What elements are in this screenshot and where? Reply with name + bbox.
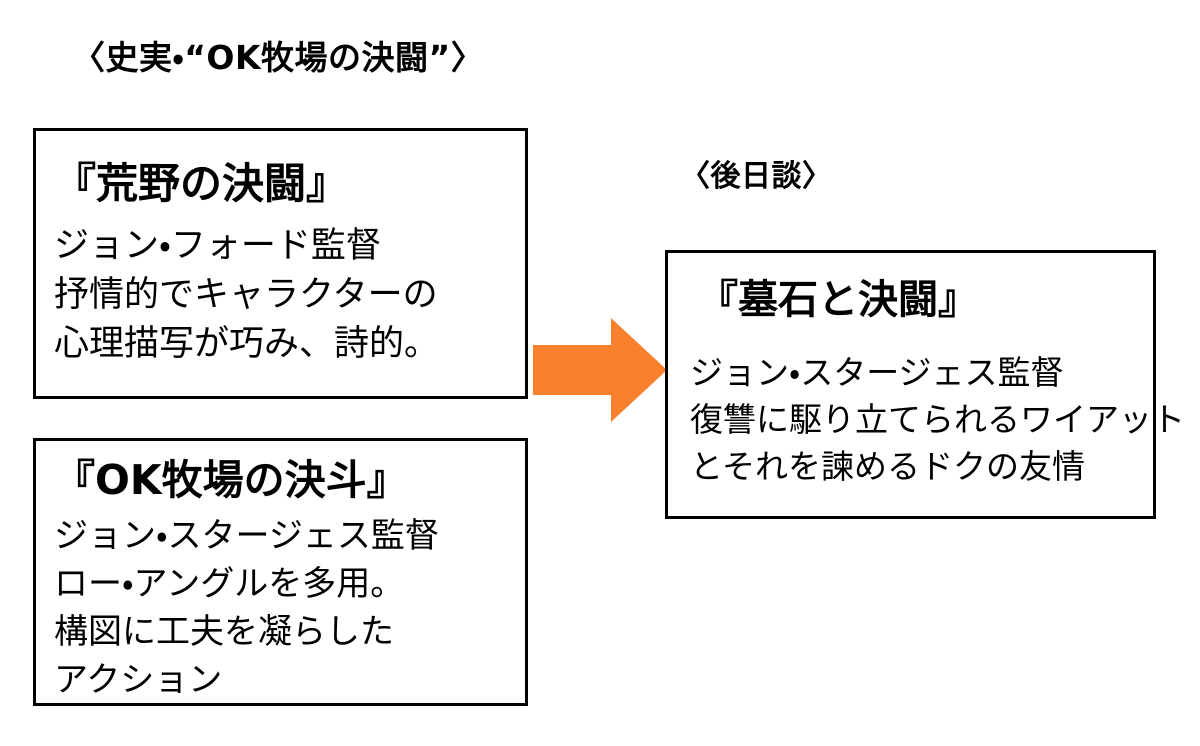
box-title: 『OK牧場の決斗』	[54, 456, 408, 504]
box-gunfight-ok-corral: 『OK牧場の決斗』 ジョン・スタージェス監督 ロー・アングルを多用。 構図に工夫…	[33, 438, 528, 706]
box-content: 『墓石と決闘』 ジョン・スタージェス監督 復讐に駆り立てられるワイアット とそれ…	[668, 253, 1185, 516]
description-line: ジョン・フォード監督	[54, 226, 381, 265]
right-arrow-icon	[533, 315, 667, 425]
box-description: ジョン・フォード監督 抒情的でキャラクターの 心理描写が巧み、詩的。	[54, 221, 439, 368]
description-line: 復讐に駆り立てられるワイアット	[690, 403, 1185, 439]
box-my-darling-clementine: 『荒野の決闘』 ジョン・フォード監督 抒情的でキャラクターの 心理描写が巧み、詩…	[33, 128, 528, 399]
box-description: ジョン・スタージェス監督 復讐に駆り立てられるワイアット とそれを諫めるドクの友…	[690, 351, 1185, 492]
description-line: ロー・アングルを多用。	[54, 566, 405, 603]
box-description: ジョン・スタージェス監督 ロー・アングルを多用。 構図に工夫を凝らした アクショ…	[54, 513, 439, 705]
description-line: ジョン・スタージェス監督	[54, 518, 439, 555]
box-hour-of-the-gun: 『墓石と決闘』 ジョン・スタージェス監督 復讐に駆り立てられるワイアット とそれ…	[665, 250, 1185, 519]
description-line: とそれを諫めるドクの友情	[690, 450, 1086, 486]
description-line: ジョン・スタージェス監督	[690, 356, 1064, 392]
caption-history: 〈史実・“OK牧場の決闘”〉	[72, 38, 485, 77]
caption-sequel: 〈後日談〉	[680, 159, 833, 194]
box-content: 『OK牧場の決斗』 ジョン・スタージェス監督 ロー・アングルを多用。 構図に工夫…	[36, 441, 525, 703]
box-title: 『墓石と決闘』	[698, 277, 978, 323]
box-content: 『荒野の決闘』 ジョン・フォード監督 抒情的でキャラクターの 心理描写が巧み、詩…	[36, 131, 525, 396]
description-line: 構図に工夫を凝らした	[54, 614, 394, 651]
description-line: 心理描写が巧み、詩的。	[54, 324, 440, 363]
box-title: 『荒野の決闘』	[54, 159, 349, 208]
description-line: アクション	[54, 662, 223, 699]
description-line: 抒情的でキャラクターの	[54, 275, 438, 314]
